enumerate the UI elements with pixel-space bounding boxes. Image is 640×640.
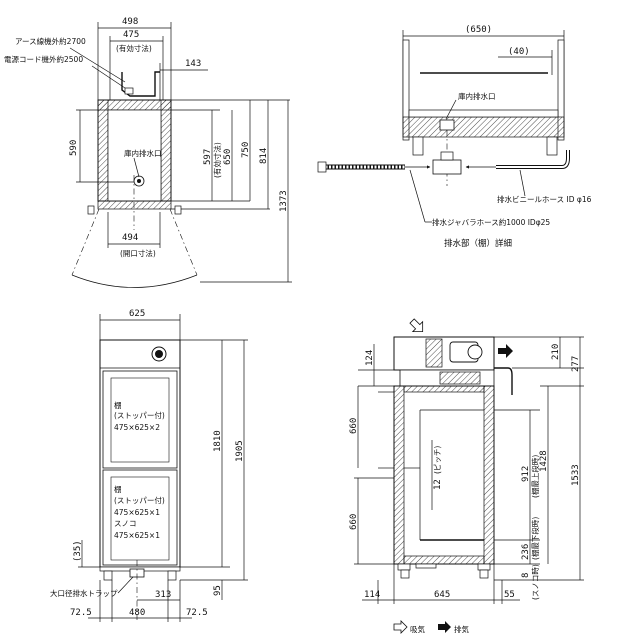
dim-650: 650: [223, 149, 233, 165]
dim-660-top: 660: [349, 418, 359, 434]
dim-494: 494: [122, 233, 138, 243]
dim-236: 236: [521, 544, 531, 560]
dim-650-paren: (650): [465, 25, 492, 35]
shelf-upper-1: 棚: [114, 400, 122, 410]
dim-124: 124: [365, 350, 375, 366]
shelf-lower-3: 475×625×1: [114, 508, 160, 517]
shelf-upper-3: 475×625×2: [114, 423, 160, 432]
dim-8: 8: [521, 573, 531, 578]
dim-effective-note: (有効寸法): [116, 43, 152, 53]
pitch-label: (ピッチ): [433, 446, 442, 474]
shelf-lower-5: 475×625×1: [114, 531, 160, 540]
drain-detail-view: (650) (40) 庫内排水口 排水ビニールホース ID φ16: [317, 25, 592, 249]
dim-625: 625: [129, 309, 145, 319]
dim-40-paren: (40): [508, 47, 530, 57]
front-elevation-view: 625 棚 (ストッパー付) 475×625×2 棚 (ストッパー付) 475×…: [50, 309, 248, 622]
dim-1905: 1905: [235, 440, 245, 462]
dim-143: 143: [185, 59, 201, 69]
dim-480: 480: [129, 608, 145, 618]
exhaust-legend-icon: [438, 621, 451, 633]
dim-1373: 1373: [279, 190, 289, 212]
dim-opening-note: (開口寸法): [120, 248, 156, 258]
dim-210: 210: [551, 344, 561, 360]
dim-660-bottom: 660: [349, 514, 359, 530]
earth-wire-label: アース線機外約2700: [15, 36, 86, 46]
dim-35-paren: (35): [73, 540, 83, 562]
dim-72-5-left: 72.5: [70, 608, 92, 618]
dim-1533: 1533: [571, 464, 581, 486]
shelf-upper-2: (ストッパー付): [114, 410, 165, 420]
exhaust-legend-label: 排気: [454, 624, 469, 634]
dim-597: 597: [203, 149, 213, 165]
front-top-view: 498 475 (有効寸法) 143 アース線機外約2700 電源コード機外約2…: [4, 17, 292, 288]
shelf-lower-1: 棚: [114, 484, 122, 494]
airflow-legend: 吸気 排気: [393, 620, 469, 634]
intake-legend-label: 吸気: [410, 624, 425, 634]
dim-55: 55: [504, 590, 515, 600]
vinyl-hose-label: 排水ビニールホース ID φ16: [497, 194, 592, 204]
power-cord-label: 電源コード機外約2500: [4, 54, 83, 64]
dim-12: 12: [433, 479, 443, 490]
dim-475: 475: [123, 30, 139, 40]
dim-1810: 1810: [213, 430, 223, 452]
bottom-shelf-label: (棚最下段時): [530, 517, 540, 560]
dim-498: 498: [122, 17, 138, 27]
shelf-lower-2: (ストッパー付): [114, 495, 165, 505]
dim-72-5-right: 72.5: [186, 608, 208, 618]
dim-313: 313: [155, 590, 171, 600]
intake-legend-icon: [393, 620, 408, 634]
side-elevation-view: 124 660 660 210 277 12 (ピッチ) 912 (棚最上段時)…: [349, 318, 584, 634]
dim-645: 645: [434, 590, 450, 600]
dim-590: 590: [69, 140, 79, 156]
dim-114: 114: [364, 590, 380, 600]
dim-912: 912: [521, 466, 531, 482]
dim-814: 814: [259, 148, 269, 164]
dim-1428: 1428: [539, 450, 549, 472]
dim-95: 95: [213, 585, 223, 596]
top-shelf-label: (棚最上段時): [530, 455, 540, 498]
slatted-label: (スノコ時): [531, 564, 540, 600]
inner-drain-label: 庫内排水口: [124, 148, 162, 158]
detail-caption: 排水部（棚）詳細: [444, 238, 512, 249]
dim-750: 750: [241, 142, 251, 158]
exhaust-arrow-icon: [498, 344, 513, 358]
bellows-hose-label: 排水ジャバラホース約1000 IDφ25: [432, 217, 550, 227]
intake-arrow-icon: [409, 318, 424, 333]
trap-label: 大口径排水トラップ: [50, 588, 118, 598]
dim-effective-note-2: (有効寸法): [212, 142, 222, 178]
detail-drain-label: 庫内排水口: [458, 91, 496, 101]
shelf-lower-4: スノコ: [114, 519, 137, 528]
dim-277: 277: [571, 356, 581, 372]
